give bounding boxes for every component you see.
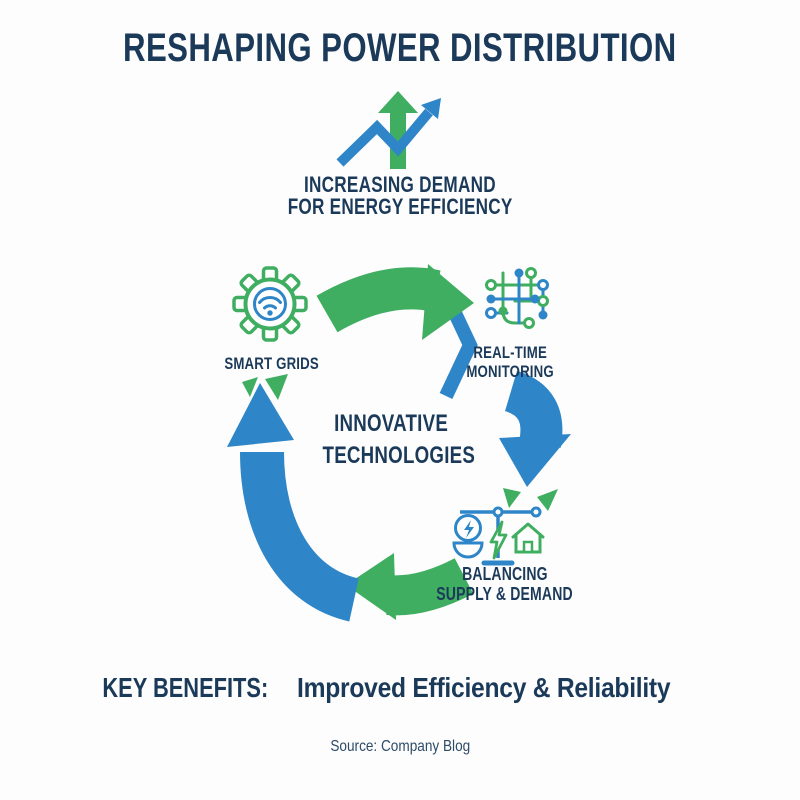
- house-icon: [511, 522, 545, 554]
- arrow-smartgrids-to-monitoring: [316, 264, 474, 340]
- green-accent-triangles-bottom: [503, 488, 558, 511]
- key-benefits-text: Improved Efficiency & Reliability: [297, 672, 671, 703]
- key-benefits-label: KEY BENEFITS:: [101, 672, 268, 703]
- page-title-text: RESHAPING POWER DISTRIBUTION: [123, 26, 677, 70]
- arrow-to-smartgrids: [227, 383, 360, 622]
- subtitle-line1: INCREASING DEMAND: [304, 172, 496, 197]
- gear-wifi-icon: [232, 266, 308, 342]
- key-benefits: KEY BENEFITS: Improved Efficiency & Relia…: [0, 672, 800, 704]
- source-line: Source: Company Blog: [330, 738, 470, 755]
- page-title: RESHAPING POWER DISTRIBUTION: [0, 26, 800, 71]
- trend-up-arrow-icon: [336, 91, 441, 169]
- balance-scale-icon: [452, 506, 545, 566]
- green-accent-triangles-top: [242, 374, 288, 400]
- cycle-center-label: INNOVATIVE TECHNOLOGIES: [322, 410, 476, 469]
- network-grid-icon: [485, 267, 549, 329]
- real-time-monitoring-label: REAL-TIME MONITORING: [466, 343, 554, 381]
- arrow-balancing-left: [346, 553, 474, 620]
- lightning-bolt-icon: [489, 520, 508, 560]
- arrow-monitoring-to-balancing: [499, 370, 571, 487]
- balancing-label: BALANCING SUPPLY & DEMAND: [436, 564, 574, 604]
- wifi-icon: [258, 295, 282, 310]
- subtitle: INCREASING DEMAND FOR ENERGY EFFICIENCY: [0, 174, 800, 218]
- smart-grids-label: SMART GRIDS: [224, 354, 320, 373]
- subtitle-line2: FOR ENERGY EFFICIENCY: [287, 194, 513, 219]
